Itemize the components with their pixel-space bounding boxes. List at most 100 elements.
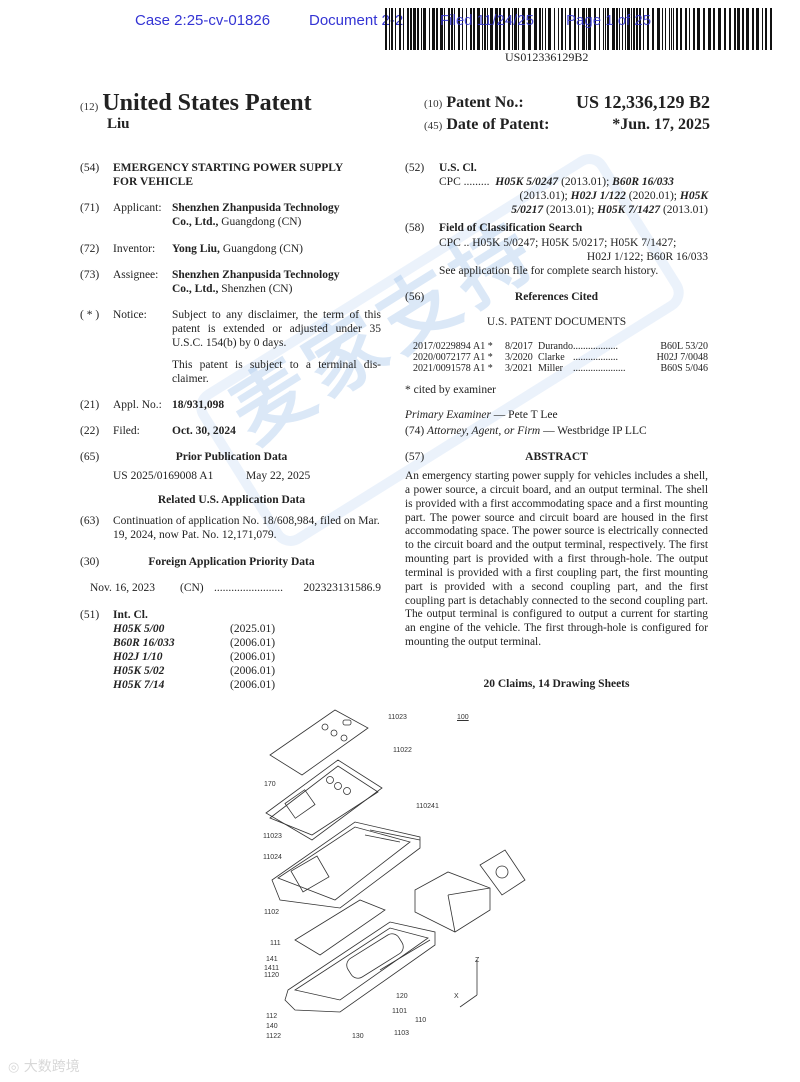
separator: — — [490, 409, 509, 421]
barcode-bar — [542, 8, 543, 50]
int-cl-class: H05K 7/14 — [113, 679, 165, 691]
separator: — — [540, 425, 558, 437]
barcode-bar — [487, 8, 488, 50]
int-cl-row: H05K 7/14 (2006.01) — [113, 678, 333, 692]
barcode-bar — [410, 8, 412, 50]
priority-number: 202323131586.9 — [303, 582, 381, 594]
appl-no: 18/931,098 — [172, 399, 225, 411]
patent-number-row: (10) Patent No.: US 12,336,129 B2 — [424, 92, 710, 112]
barcode-bar — [473, 8, 475, 50]
reference-numeral-label: 11023 — [263, 833, 282, 840]
barcode-bar — [662, 8, 663, 50]
cpc-version: (2013.01); — [519, 190, 571, 202]
reference-numeral-label: 120 — [396, 993, 408, 1000]
reference-date: 3/2020 — [505, 352, 533, 363]
notice-code: ( * ) — [80, 309, 100, 321]
barcode-bar — [680, 8, 682, 50]
inventor-short: Liu — [107, 116, 130, 132]
filed-label: Filed: — [113, 425, 140, 437]
barcode-bar — [528, 8, 531, 50]
priority-dots: ........................ — [214, 582, 283, 594]
reference-numeral-label: 140 — [266, 1023, 278, 1030]
patent-type-title: United States Patent — [102, 90, 312, 116]
barcode-bar — [762, 8, 763, 50]
applicant-suffix: Co., Ltd., — [172, 216, 219, 228]
barcode-bar — [633, 8, 635, 50]
barcode-bar — [436, 8, 438, 50]
barcode-bar — [718, 8, 721, 50]
code-51: (51) — [80, 609, 100, 621]
code-58: (58) — [405, 222, 425, 234]
barcode-bar — [503, 8, 505, 50]
barcode-bar — [462, 8, 463, 50]
barcode-bar — [693, 8, 695, 50]
barcode-bar — [417, 8, 419, 50]
cpc-class: H02J 1/122 — [570, 190, 626, 202]
int-cl-version: (2006.01) — [230, 665, 276, 677]
barcode-bar — [724, 8, 726, 50]
int-cl-version: (2006.01) — [230, 637, 276, 649]
int-cl-class: B60R 16/033 — [113, 637, 175, 649]
barcode-bar — [569, 8, 571, 50]
reference-class: H02J 7/0048 — [656, 352, 708, 363]
cpc-class: H05K — [679, 190, 708, 202]
barcode-bar — [734, 8, 736, 50]
reference-numeral-label: 111 — [270, 940, 281, 947]
assignee-label: Assignee: — [113, 269, 159, 281]
int-cl-list: H05K 5/00(2025.01)B60R 16/033(2006.01)H0… — [113, 622, 333, 692]
int-cl-version: (2006.01) — [230, 679, 276, 691]
barcode-bar — [512, 8, 513, 50]
reference-dots: .................. — [573, 341, 618, 352]
barcode-bar — [765, 8, 767, 50]
reference-number: 2021/0091578 — [413, 363, 471, 374]
barcode-bar — [665, 8, 666, 50]
barcode-bar — [518, 8, 519, 50]
barcode-bar — [652, 8, 654, 50]
corner-logo: ◎ 大数跨境 — [8, 1056, 80, 1076]
barcode-bar — [454, 8, 455, 50]
barcode-bar — [385, 8, 387, 50]
reference-numeral-label: 112 — [266, 1013, 278, 1020]
rear-cover — [479, 849, 526, 896]
code-71: (71) — [80, 202, 100, 214]
priority-country: (CN) — [180, 582, 204, 594]
barcode-bar — [499, 8, 501, 50]
title-line-1: EMERGENCY STARTING POWER SUPPLY — [113, 162, 344, 174]
barcode-bar — [631, 8, 632, 50]
page-indicator: Page 1 of 25 — [566, 12, 652, 29]
cpc-class: H05K 7/1427 — [597, 204, 661, 216]
notice-text: Subject to any disclaimer, the term of t… — [172, 309, 381, 349]
barcode-bar — [627, 8, 630, 50]
applicant-name: Shenzhen Zhanpusida Technology — [172, 202, 340, 214]
cpc-version: (2013.01); — [543, 204, 598, 216]
cpc-class: H05K 5/0247 — [495, 176, 559, 188]
reference-numeral-label: 1411 — [264, 965, 280, 972]
barcode-bar — [643, 8, 644, 50]
barcode-bar — [708, 8, 711, 50]
primary-examiner-name: Pete T Lee — [508, 409, 558, 421]
barcode-bar — [561, 8, 563, 50]
int-cl-version: (2025.01) — [230, 623, 276, 635]
barcode-bar — [444, 8, 445, 50]
reference-dots: .................. — [573, 352, 618, 363]
code-22: (22) — [80, 425, 100, 437]
int-cl-version: (2006.01) — [230, 651, 276, 663]
reference-class: B60L 53/20 — [660, 341, 708, 352]
reference-numeral-label: 1122 — [266, 1033, 282, 1040]
reference-numeral-label: Z — [475, 957, 480, 964]
barcode-bar — [647, 8, 649, 50]
cpc-dots: ......... — [463, 176, 490, 188]
int-cl-row: H05K 5/02(2006.01) — [113, 664, 333, 678]
int-cl-row: H05K 5/00(2025.01) — [113, 622, 333, 636]
code-72: (72) — [80, 243, 100, 255]
barcode-bar — [639, 8, 641, 50]
filed-date-value: Oct. 30, 2024 — [172, 425, 236, 437]
document-number: Document 2-2 — [309, 12, 404, 29]
search-cpc-line-2: H02J 1/122; B60R 16/033 — [586, 251, 708, 263]
prior-publication-date: May 22, 2025 — [246, 470, 311, 482]
reference-number: 2020/0072177 — [413, 352, 471, 363]
applicant-location: Guangdong (CN) — [218, 216, 302, 228]
search-cpc-line-1: CPC .. H05K 5/0247; H05K 5/0217; H05K 7/… — [439, 237, 677, 249]
